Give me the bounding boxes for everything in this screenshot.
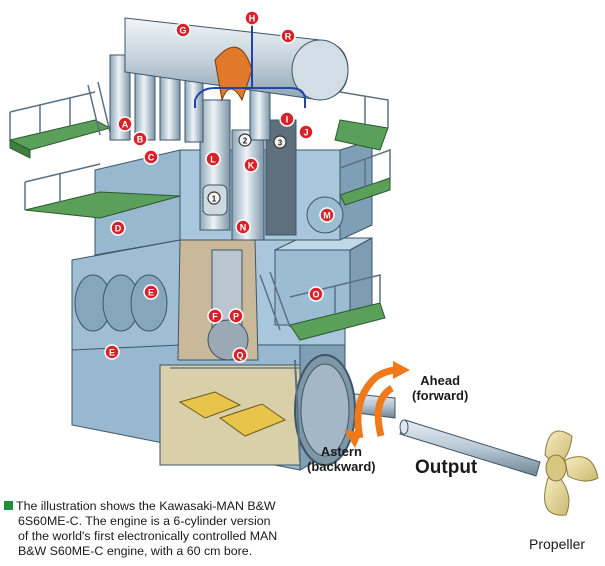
caption-line-2: 6S60ME-C. The engine is a 6-cylinder ver…	[18, 514, 271, 528]
svg-text:E: E	[109, 348, 115, 358]
marker-N: N	[235, 219, 251, 235]
marker-K: K	[243, 157, 259, 173]
astern-arrowhead	[344, 430, 362, 448]
marker-O: O	[308, 286, 324, 302]
caption-line-1-text: The illustration shows the Kawasaki-MAN …	[16, 499, 276, 513]
svg-text:N: N	[240, 223, 247, 233]
marker-Q: Q	[232, 347, 248, 363]
marker-R: R	[280, 28, 296, 44]
svg-text:2: 2	[243, 137, 248, 146]
svg-text:E: E	[148, 288, 154, 298]
svg-text:L: L	[210, 155, 216, 165]
marker-P: P	[228, 308, 244, 324]
svg-text:F: F	[212, 312, 218, 322]
svg-text:J: J	[303, 128, 308, 138]
marker-B: B	[132, 131, 148, 147]
marker-number-3: 3	[273, 135, 287, 149]
marker-M: M	[319, 207, 335, 223]
cylinder-block	[94, 99, 373, 256]
marker-C: C	[143, 149, 159, 165]
svg-text:3: 3	[278, 139, 283, 148]
astern-label: Astern (backward)	[307, 444, 376, 474]
svg-text:B: B	[137, 135, 144, 145]
svg-text:Q: Q	[236, 351, 243, 361]
ahead-label: Ahead (forward)	[412, 373, 468, 403]
svg-text:M: M	[323, 211, 331, 221]
svg-text:I: I	[286, 115, 289, 125]
svg-text:H: H	[249, 14, 256, 24]
output-label: Output	[415, 457, 478, 478]
platforms	[8, 81, 391, 341]
marker-badges: G H R A B C I J L K M D N E O F P E Q 1 …	[104, 10, 335, 363]
svg-text:1: 1	[212, 195, 217, 204]
svg-text:O: O	[312, 290, 319, 300]
marker-E-upper: E	[143, 284, 159, 300]
ahead-arrowhead	[393, 361, 410, 379]
svg-text:P: P	[233, 312, 239, 322]
caption-line-4: B&W S60ME-C engine, with a 60 cm bore.	[18, 544, 253, 558]
direction-arrows	[344, 361, 410, 448]
propeller-label: Propeller	[529, 536, 586, 552]
svg-text:A: A	[122, 120, 129, 130]
marker-F: F	[207, 308, 223, 324]
ahead-text: Ahead	[420, 373, 461, 388]
caption: The illustration shows the Kawasaki-MAN …	[4, 499, 374, 559]
marker-number-2: 2	[238, 133, 252, 147]
electronic-control-wiring	[194, 18, 306, 108]
svg-text:K: K	[248, 161, 255, 171]
svg-text:G: G	[179, 26, 186, 36]
marker-A: A	[117, 116, 133, 132]
caption-bullet-square	[4, 501, 13, 510]
marker-I: I	[279, 111, 295, 127]
svg-text:R: R	[285, 32, 292, 42]
propeller	[544, 430, 599, 516]
caption-line-3: of the world's first electronically cont…	[18, 529, 278, 543]
ahead-subtext: (forward)	[412, 388, 469, 403]
svg-text:D: D	[115, 224, 122, 234]
marker-J: J	[298, 124, 314, 140]
marker-E-lower: E	[104, 344, 120, 360]
marker-G: G	[175, 22, 191, 38]
marker-number-1: 1	[207, 191, 221, 205]
astern-text: Astern	[320, 444, 362, 459]
marker-L: L	[205, 151, 221, 167]
flywheel	[294, 354, 356, 466]
caption-line-1: The illustration shows the Kawasaki-MAN …	[4, 499, 374, 514]
astern-subtext: (backward)	[307, 459, 376, 474]
svg-text:C: C	[148, 153, 155, 163]
marker-H: H	[244, 10, 260, 26]
marker-D: D	[110, 220, 126, 236]
